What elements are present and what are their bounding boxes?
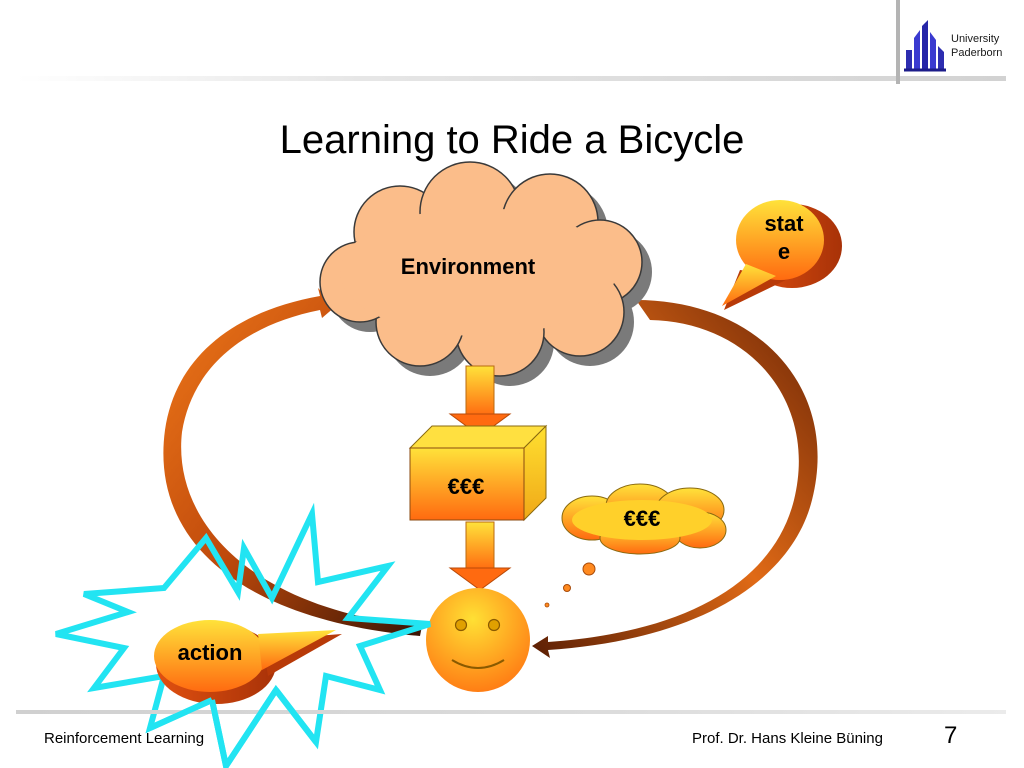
thought-cloud-label: €€€ [623, 506, 661, 531]
state-label-line-1: stat [764, 211, 804, 236]
page-number: 7 [944, 722, 958, 749]
reward-box-label: €€€ [447, 474, 485, 499]
logo-line-1: University [951, 33, 1000, 45]
thought-dot-medium [563, 584, 571, 592]
footer-rule [16, 710, 1006, 714]
footer-author: Prof. Dr. Hans Kleine Büning [692, 730, 883, 747]
slide-title: Learning to Ride a Bicycle [279, 118, 745, 162]
state-label-line-2: e [777, 239, 791, 264]
header-rule [16, 76, 1006, 81]
university-name: University Paderborn [951, 32, 1021, 60]
action-label: action [177, 640, 243, 665]
footer-course-title: Reinforcement Learning [44, 730, 205, 747]
thought-dot-large [582, 562, 596, 576]
environment-label: Environment [400, 254, 536, 279]
agent-smiley [426, 588, 530, 692]
agent-right-eye [487, 618, 501, 632]
reward-to-agent-arrow [448, 521, 512, 591]
agent-mouth [451, 659, 505, 669]
environment-to-reward-arrow [448, 365, 512, 437]
header-divider [896, 0, 900, 84]
university-logo-icon [904, 20, 946, 72]
agent-left-eye [454, 618, 468, 632]
state-bubble [722, 200, 842, 310]
reward-box [408, 424, 548, 522]
logo-line-2: Paderborn [951, 47, 1003, 59]
thought-dot-small [544, 602, 550, 608]
state-label: stat e [742, 210, 826, 266]
